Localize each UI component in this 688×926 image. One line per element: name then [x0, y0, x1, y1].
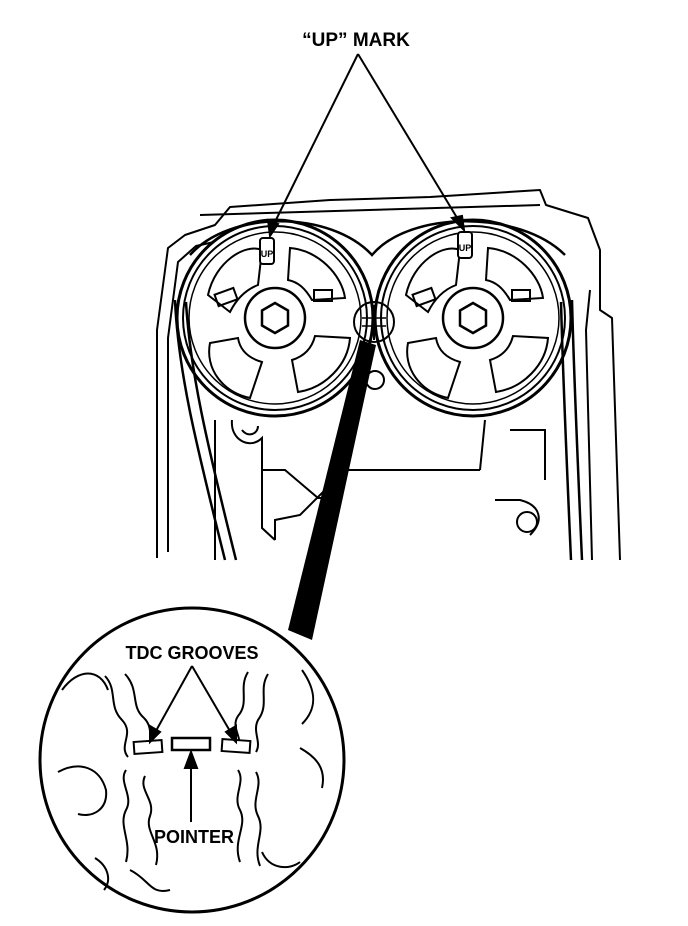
- timing-belt: [173, 220, 584, 561]
- right-up-mark-text: UP: [459, 243, 472, 253]
- pointer-arrow: [183, 749, 199, 822]
- tdc-grooves-arrows: [149, 665, 237, 745]
- cylinder-head-lower-details: [214, 419, 546, 560]
- pointer-label: POINTER: [154, 827, 234, 847]
- tdc-detail-view: TDC GROOVES POINTER: [38, 606, 346, 914]
- right-up-mark: UP: [457, 231, 473, 259]
- up-mark-label: “UP” MARK: [302, 30, 410, 51]
- magnify-wedge: [288, 340, 376, 640]
- up-mark-arrows: [266, 53, 466, 239]
- tdc-grooves-label: TDC GROOVES: [125, 643, 258, 663]
- pointer-bar: [170, 736, 212, 752]
- left-up-mark-text: UP: [261, 249, 274, 259]
- left-up-mark: UP: [259, 237, 275, 265]
- engine-head-outline: [156, 189, 621, 561]
